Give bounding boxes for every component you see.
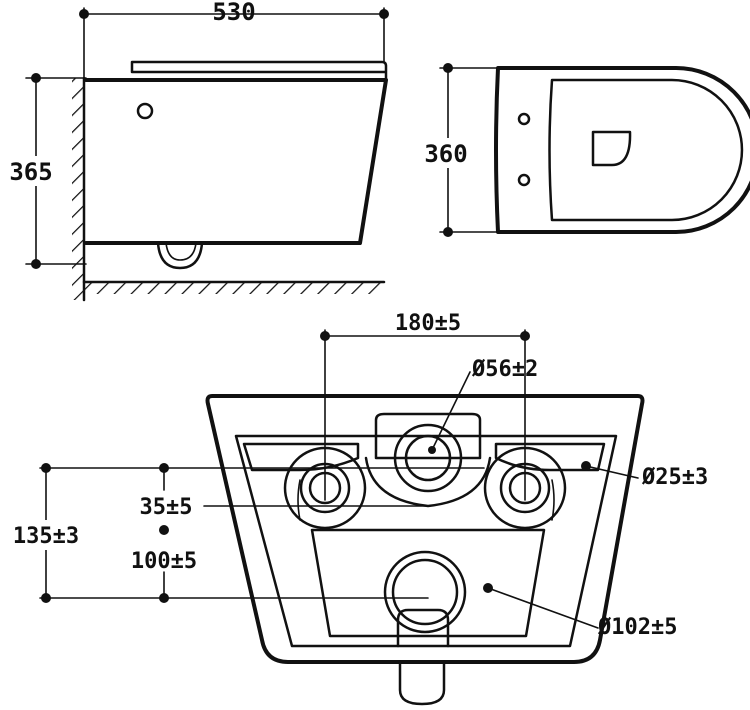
top-hole-upper: [517, 112, 531, 126]
flush-inlet-hole: [404, 434, 452, 482]
dim-135-end-top: [41, 463, 51, 473]
leader-25: [585, 465, 639, 479]
waste-outlet-hole: [391, 558, 459, 626]
flush-inlet-outer: [393, 423, 463, 493]
dim-135-label: 135±3: [13, 524, 79, 549]
top-bowl-outline: [494, 66, 750, 234]
dim-360-end-top: [443, 63, 453, 73]
rear-left-pocket: [242, 442, 360, 472]
dim-100-label: 100±5: [131, 549, 197, 574]
dim-35-end-top: [159, 463, 169, 473]
top-seat-outline: [548, 78, 744, 222]
leader-102: [487, 587, 599, 629]
dim-100-end-bottom: [159, 593, 169, 603]
side-seat: [130, 60, 388, 82]
dim-530-end-left: [79, 9, 89, 19]
dim-530-end-right: [379, 9, 389, 19]
dim-365-end-bottom: [31, 259, 41, 269]
dim-360-end-bottom: [443, 227, 453, 237]
dim-365-label-bg: [0, 156, 62, 186]
dim-180-label: 180±5: [395, 311, 461, 336]
leader-56-dot: [428, 446, 436, 454]
side-outlet-spigot: [156, 241, 204, 270]
leader-56: [431, 371, 471, 451]
dim-530-label: 530: [212, 0, 255, 26]
dim-180-end-right: [520, 331, 530, 341]
rear-top-recess: [374, 412, 482, 460]
waste-outlet-outer: [383, 550, 467, 634]
floor-hatch: [84, 282, 384, 294]
rear-view: 180±5 Ø56±2 Ø25±3 Ø102±5 135±3 35±5 100±…: [0, 311, 708, 706]
side-mounting-hole: [136, 102, 154, 120]
dim-365-label: 365: [9, 158, 52, 186]
top-view: 360: [416, 63, 750, 237]
label-25: Ø25±3: [641, 465, 708, 490]
label-102: Ø102±5: [597, 615, 677, 640]
top-hole-lower: [517, 173, 531, 187]
dim-35-label: 35±5: [140, 495, 193, 520]
dim-135-end-bottom: [41, 593, 51, 603]
side-bowl-outline: [84, 78, 388, 245]
label-56: Ø56±2: [471, 357, 538, 382]
side-view: 530 365: [0, 0, 389, 302]
dim-360-label-bg: [416, 138, 478, 168]
leader-25-dot: [581, 461, 591, 471]
dim-365-end-top: [31, 73, 41, 83]
dim-135-label-bg: [0, 520, 96, 550]
rear-lower-chamber: [310, 528, 546, 638]
rear-bottom-tab: [398, 660, 446, 706]
wall-hatch: [72, 78, 84, 300]
side-outlet-inner: [165, 242, 197, 261]
top-bowl-opening: [591, 130, 632, 167]
rear-inner-outline: [234, 434, 618, 648]
dim-360-label: 360: [424, 140, 467, 168]
rear-body-outline: [205, 394, 645, 664]
rear-outlet-rib: [364, 456, 492, 508]
dim-100-end-top: [159, 525, 169, 535]
leader-102-dot: [483, 583, 493, 593]
dim-180-end-left: [320, 331, 330, 341]
